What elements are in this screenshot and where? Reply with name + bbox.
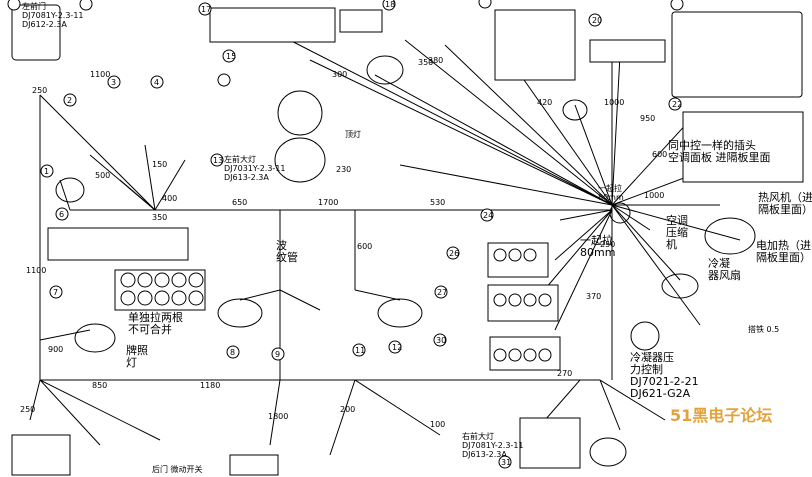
watermark: 51黑电子论坛 [670, 406, 773, 425]
len-230a: 230 [336, 165, 352, 174]
len-250a: 250 [32, 86, 48, 95]
num-4: 4 [154, 78, 160, 87]
len-1000a: 1000 [644, 191, 665, 200]
connector-28 [489, 336, 561, 371]
unit-note: 单独拉两根 不可合并 [128, 311, 183, 336]
len-1800a: 1800 [268, 412, 289, 421]
num-24: 24 [483, 211, 494, 220]
len-400a: 400 [162, 194, 178, 203]
len-250b: 250 [20, 405, 36, 414]
len-300a: 300 [332, 70, 348, 79]
dome-light-label: 顶灯 [345, 130, 361, 139]
num-31: 31 [501, 458, 512, 467]
len-150a: 150 [152, 160, 168, 169]
len-380a: 380 [428, 56, 444, 65]
num-26: 26 [449, 249, 460, 258]
ground-label: 搭铁 0.5 [748, 325, 780, 334]
len-900a: 900 [48, 345, 64, 354]
num-3: 3 [111, 78, 117, 87]
num-12: 12 [392, 343, 403, 352]
plate-light-label: 牌照 灯 [126, 344, 148, 369]
bundle-note: 一起拉 80mm [598, 184, 624, 202]
connector-18 [209, 7, 336, 43]
ac-compressor-label: 空调 压缩 机 [666, 214, 688, 251]
num-18: 18 [385, 0, 396, 9]
len-600b: 600 [652, 150, 668, 159]
num-9: 9 [275, 350, 281, 359]
len-100a: 100 [430, 420, 446, 429]
rear-door-label: 后门 微动开关 [152, 465, 203, 474]
connector-ac-panel [682, 111, 804, 183]
num-17: 17 [201, 5, 212, 14]
num-1: 1 [44, 167, 50, 176]
len-1100b: 1100 [26, 266, 47, 275]
connector-23 [671, 11, 803, 98]
len-200a: 200 [340, 405, 356, 414]
len-1700a: 1700 [318, 198, 339, 207]
len-1000b: 1000 [604, 98, 625, 107]
ac-panel-note: 同中控一样的插头 空调面板 进隔板里面 [668, 139, 771, 164]
connector-27 [487, 284, 559, 322]
len-500a: 500 [95, 171, 111, 180]
len-850a: 850 [92, 381, 108, 390]
num-6: 6 [59, 210, 65, 219]
num-11: 11 [355, 346, 366, 355]
num-30: 30 [436, 336, 447, 345]
num-8: 8 [230, 348, 236, 357]
num-20: 20 [592, 16, 603, 25]
connector-left-bottom [11, 434, 71, 476]
len-650a: 650 [232, 198, 248, 207]
num-22: 22 [672, 100, 683, 109]
num-13: 13 [213, 156, 224, 165]
len-370a: 370 [586, 292, 602, 301]
len-1180a: 1180 [200, 381, 221, 390]
front-left-light-label: 左前大灯 DJ7031Y-2.3-11 DJ613-2.3A [224, 155, 286, 182]
len-530a: 530 [430, 198, 446, 207]
len-420a: 420 [537, 98, 553, 107]
len-350a: 350 [152, 213, 168, 222]
num-7: 7 [53, 288, 59, 297]
len-350b: 350 [418, 58, 434, 67]
len-600a: 600 [357, 242, 373, 251]
corrugated-pipe-label: 波 纹管 [276, 239, 298, 264]
num-15: 15 [226, 52, 237, 61]
len-270a: 270 [557, 369, 573, 378]
len-1100a: 1100 [90, 70, 111, 79]
left-front-door-label: 左前门 DJ7081Y-2.3-11 DJ612-2.3A [22, 2, 84, 29]
front-right-light-label: 右前大灯 DJ7081Y-2.3-11 DJ613-2.3A [462, 432, 524, 459]
num-2: 2 [67, 96, 73, 105]
len-250c: 250 [600, 240, 616, 249]
num-27: 27 [437, 288, 448, 297]
connector-19 [494, 9, 576, 81]
electric-heater-label: 电加热（进 隔板里面） [756, 239, 811, 264]
bundle-note-2: 一起拉 80mm [580, 234, 616, 259]
connector-30 [519, 417, 581, 469]
heater-fan-label: 热风机（进 隔板里面） [758, 191, 812, 216]
condenser-pressure-label: 冷凝器压 力控制 DJ7021-2-21 DJ621-G2A [630, 351, 699, 400]
connector-5 [47, 227, 189, 261]
condenser-fan-label: 冷凝 器风扇 [708, 257, 741, 282]
len-950a: 950 [640, 114, 656, 123]
